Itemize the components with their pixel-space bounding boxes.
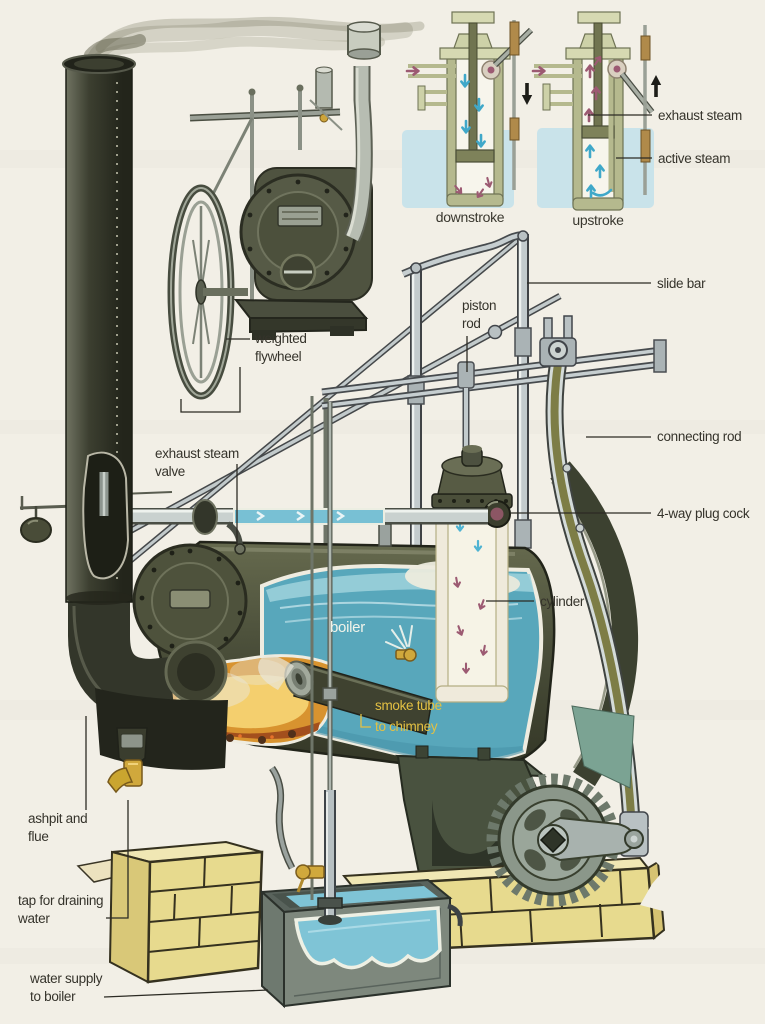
inset-name-plate: [277, 205, 323, 227]
label-exhaust-steam: exhaust steam: [658, 108, 742, 123]
inset-boiler-barrel: [239, 167, 373, 301]
label-weighted-flywheel: weighted: [254, 331, 307, 346]
svg-text:to chimney: to chimney: [375, 719, 438, 734]
annotation-layer: exhaust steam active steam downstroke up…: [17, 108, 750, 1004]
crank-gear: [486, 773, 644, 907]
caption-upstroke: upstroke: [572, 212, 624, 228]
svg-text:water: water: [17, 911, 50, 926]
feed-valve-spray: [385, 625, 417, 662]
label-active-steam: active steam: [658, 151, 730, 166]
tank-water-cutaway: [294, 906, 442, 970]
inset-chimney-pipe: [344, 21, 381, 242]
label-ashpit-and-flue: ashpit and: [28, 811, 87, 826]
main-engine: [19, 54, 725, 1009]
label-tap-for-draining-water: tap for draining: [18, 893, 103, 908]
crosshead-rails: [321, 339, 667, 410]
label-slide-bar: slide bar: [657, 276, 706, 291]
label-water-supply-to-boiler: water supply: [29, 971, 103, 986]
svg-text:valve: valve: [155, 464, 185, 479]
svg-text:to boiler: to boiler: [30, 989, 76, 1004]
upstroke-diagram: [531, 11, 662, 211]
piston-rod: [457, 361, 475, 452]
bracket-smoke-tube: [360, 714, 371, 728]
label-four-way-plug-cock: 4-way plug cock: [657, 506, 750, 521]
inset-valve-gear: [309, 66, 343, 131]
flywheel-cut-section: [571, 705, 635, 789]
label-exhaust-steam-valve: exhaust steam: [155, 446, 239, 461]
bracket-weighted-flywheel: [180, 367, 241, 413]
label-connecting-rod: connecting rod: [657, 429, 741, 444]
label-boiler: boiler: [330, 619, 365, 636]
torn-edge-cut: [640, 766, 725, 922]
downstroke-diagram: [402, 11, 534, 208]
active-steam-arrows: [585, 144, 613, 199]
ashpit: [95, 688, 228, 770]
caption-downstroke: downstroke: [436, 209, 505, 225]
drain-tap: [107, 727, 148, 794]
chimney: [62, 54, 176, 722]
leader-tap-for-draining-water: [106, 800, 129, 919]
upstroke-piston: [581, 125, 615, 139]
label-cylinder: cylinder: [540, 594, 585, 609]
svg-text:rod: rod: [462, 316, 481, 331]
inset-flywheel: [167, 184, 248, 400]
svg-text:flue: flue: [28, 829, 49, 844]
label-smoke-tube: smoke tube: [375, 698, 442, 713]
feed-pump: [269, 396, 343, 925]
label-piston-rod: piston: [462, 298, 496, 313]
svg-text:flywheel: flywheel: [255, 349, 302, 364]
crank-diamond-hole: [539, 826, 567, 854]
water-tank: [259, 878, 463, 1009]
four-way-plug-cock: [483, 500, 511, 528]
inset-base-plinth: [233, 298, 369, 340]
steam-pipe-cutaway: [233, 508, 385, 525]
inset-engine: [167, 21, 381, 400]
tap-spout: [107, 767, 134, 794]
brick-base-left: [76, 840, 264, 984]
downstroke-piston: [455, 149, 495, 163]
steam-pipe: [66, 504, 488, 528]
leader-water-supply-to-boiler: [103, 989, 269, 998]
cylinder: [431, 445, 513, 703]
